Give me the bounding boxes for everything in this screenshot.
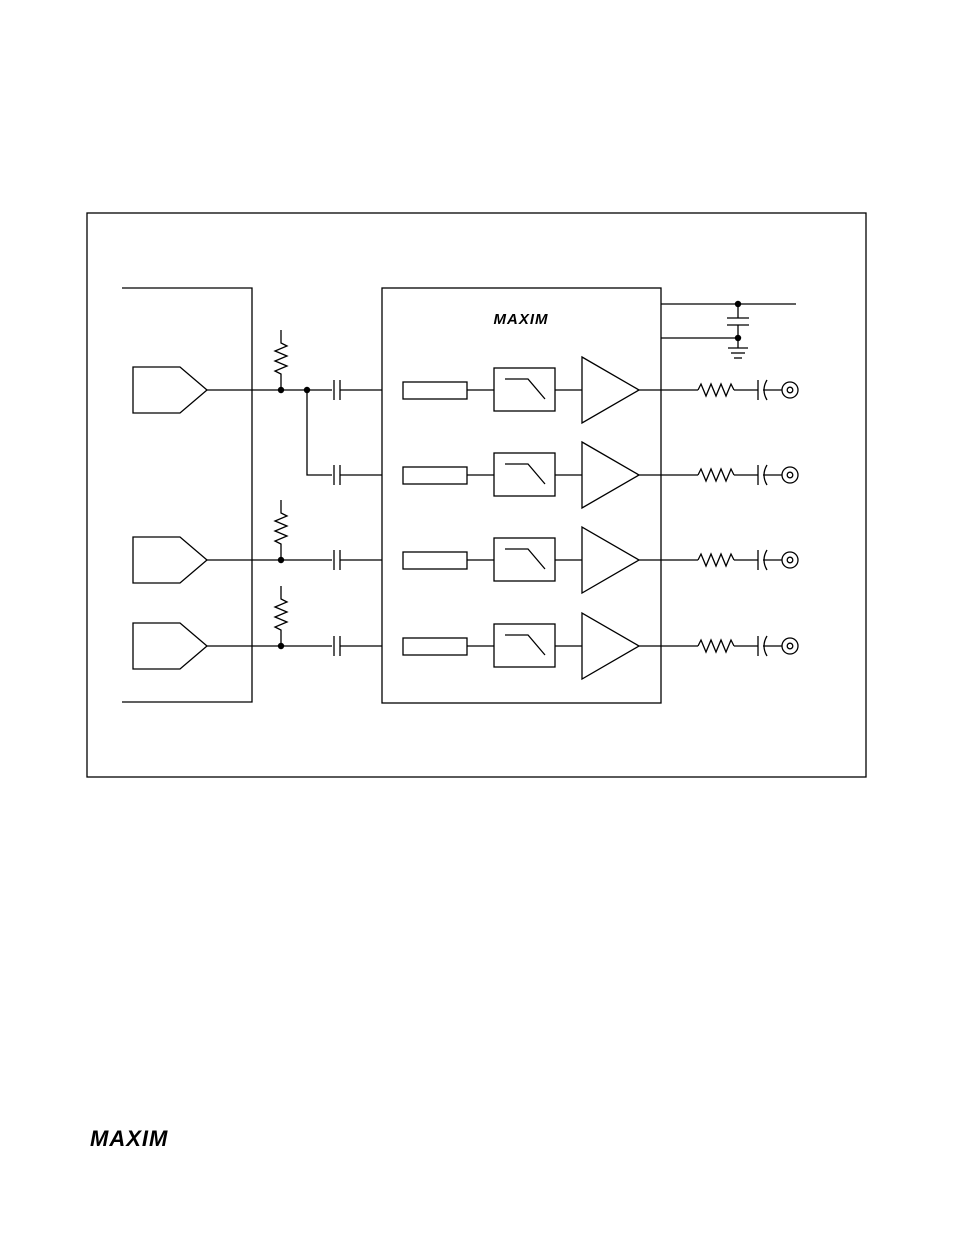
capacitor-icon [727, 318, 749, 325]
amplifier-icon [582, 527, 639, 593]
ground-icon [728, 348, 748, 358]
source-device-block [122, 288, 252, 702]
resistor-icon [698, 469, 734, 481]
junction-dot [278, 387, 284, 393]
lowpass-filter-icon [494, 624, 555, 667]
output-channel [403, 357, 798, 423]
lowpass-filter-icon [494, 453, 555, 496]
resistor-icon [275, 330, 287, 390]
amplifier-icon [582, 613, 639, 679]
junction-dot [278, 643, 284, 649]
output-jack-icon [782, 552, 798, 568]
supply-bypass-network [661, 301, 796, 358]
amplifier-icon [582, 442, 639, 508]
output-jack-icon [782, 467, 798, 483]
capacitor-icon [334, 380, 382, 400]
output-channel [403, 527, 798, 593]
resistor-icon [698, 640, 734, 652]
chip-logo: MAXIM [494, 311, 549, 328]
output-jack-icon [782, 382, 798, 398]
resistor-icon [275, 586, 287, 646]
diagram-frame [87, 213, 866, 777]
resistor-icon [275, 500, 287, 560]
lowpass-filter-icon [494, 538, 555, 581]
output-channel [403, 613, 798, 679]
input-buffer-icon [403, 552, 467, 569]
amplifier-icon [582, 357, 639, 423]
junction-dot [278, 557, 284, 563]
capacitor-icon [334, 465, 382, 485]
output-channel [403, 442, 798, 508]
input-buffer-icon [403, 467, 467, 484]
capacitor-icon [334, 550, 382, 570]
input-buffer-icon [403, 382, 467, 399]
dac-driver-icon [133, 537, 207, 583]
capacitor-icon [334, 636, 382, 656]
resistor-icon [698, 384, 734, 396]
output-jack-icon [782, 638, 798, 654]
lowpass-filter-icon [494, 368, 555, 411]
dac-driver-icon [133, 623, 207, 669]
resistor-icon [698, 554, 734, 566]
input-buffer-icon [403, 638, 467, 655]
footer-logo: MAXIM [90, 1126, 168, 1151]
junction-dot [304, 387, 310, 393]
dac-driver-icon [133, 367, 207, 413]
